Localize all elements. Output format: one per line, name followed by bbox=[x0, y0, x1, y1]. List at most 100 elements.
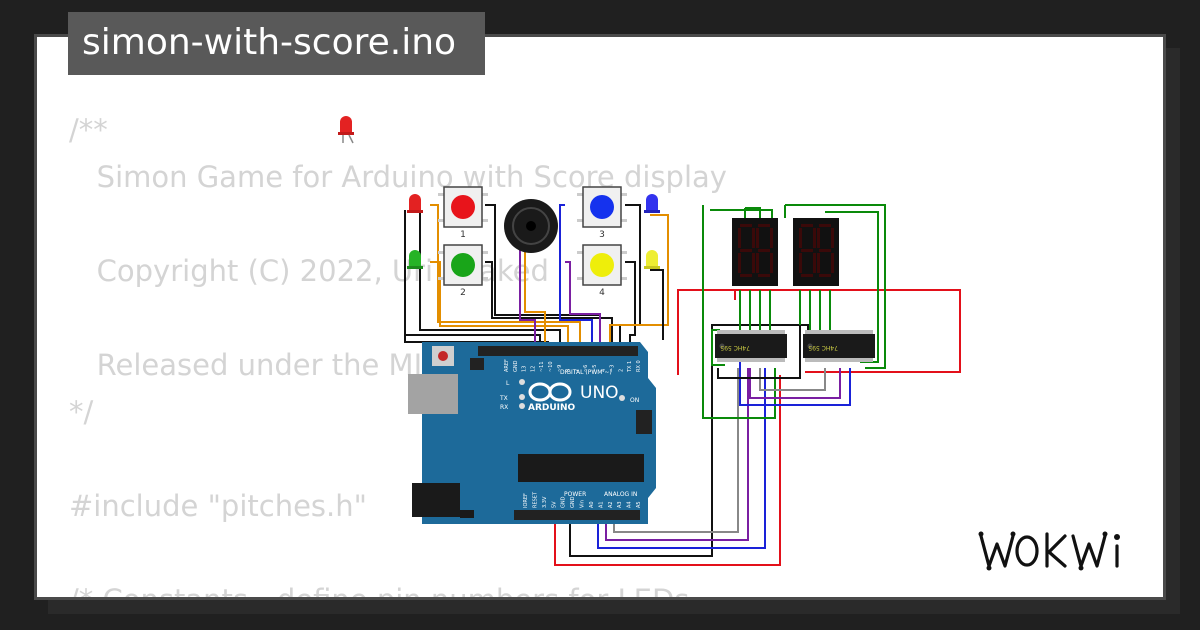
button-4[interactable]: 4 bbox=[577, 244, 627, 298]
pin-label: ~6 bbox=[583, 365, 589, 372]
tx-label: TX bbox=[499, 395, 508, 402]
button-leg bbox=[482, 251, 488, 254]
pin-label: IOREF bbox=[523, 493, 529, 508]
buzzer-ring bbox=[512, 207, 550, 245]
led-base bbox=[644, 266, 660, 269]
button-leg bbox=[577, 251, 583, 254]
wire bbox=[677, 289, 961, 375]
pin-label: ~11 bbox=[539, 361, 545, 372]
led-blue[interactable] bbox=[644, 194, 660, 213]
button-2[interactable]: 2 bbox=[438, 244, 488, 298]
pin-label: 12 bbox=[530, 366, 536, 372]
wire bbox=[650, 269, 664, 340]
wire bbox=[739, 290, 771, 335]
button-leg bbox=[577, 193, 583, 196]
button-leg bbox=[438, 219, 444, 222]
pin-label: ~10 bbox=[548, 361, 554, 372]
wire bbox=[749, 368, 841, 399]
button-leg bbox=[438, 251, 444, 254]
button-leg bbox=[621, 251, 627, 254]
shift-register-2: 74HC 595 bbox=[803, 330, 875, 362]
wire bbox=[609, 214, 669, 352]
icsp-header bbox=[470, 358, 484, 370]
button-leg bbox=[438, 193, 444, 196]
on-label: ON bbox=[630, 397, 639, 404]
wire bbox=[597, 368, 766, 549]
wire bbox=[784, 204, 886, 369]
wire bbox=[430, 261, 569, 352]
button-leg bbox=[577, 219, 583, 222]
led-body bbox=[340, 116, 352, 134]
led-red[interactable] bbox=[407, 194, 423, 213]
pin-label: A1 bbox=[598, 501, 604, 508]
pin-label: RESET bbox=[532, 491, 538, 508]
pin-label: ~5 bbox=[592, 365, 598, 372]
pin-label: RX 0 bbox=[636, 360, 642, 372]
wire bbox=[739, 362, 851, 406]
chip-notch bbox=[719, 343, 725, 349]
pin-label: 2 bbox=[618, 369, 624, 372]
buzzer[interactable] bbox=[504, 199, 558, 253]
led-red-top[interactable] bbox=[338, 116, 354, 144]
l-label: L bbox=[506, 380, 510, 387]
button-3[interactable]: 3 bbox=[577, 186, 627, 240]
code-line: #include "pitches.h" bbox=[69, 489, 367, 523]
usb-port bbox=[408, 374, 458, 414]
led-body bbox=[409, 250, 421, 268]
chip-body bbox=[803, 334, 875, 358]
wokwi-logo[interactable] bbox=[975, 520, 1155, 580]
led-yellow[interactable] bbox=[644, 250, 660, 269]
board-name: UNO bbox=[580, 383, 619, 403]
project-title[interactable]: simon-with-score.ino bbox=[82, 22, 457, 63]
wire bbox=[554, 375, 781, 566]
power-jack-pin bbox=[460, 510, 474, 518]
pin-label: 13 bbox=[522, 366, 528, 372]
logo-circuit-dot bbox=[986, 565, 992, 571]
pin-label: 7 bbox=[574, 369, 580, 372]
pin-label: 4 bbox=[601, 369, 607, 372]
button-leg bbox=[482, 193, 488, 196]
button-leg bbox=[482, 277, 488, 280]
chip-pins-top bbox=[805, 330, 873, 335]
pin-label: A4 bbox=[627, 501, 633, 508]
shift-register-1: 74HC 595 bbox=[715, 330, 787, 362]
wire-layer bbox=[404, 204, 961, 566]
reset-button bbox=[438, 351, 448, 361]
button-leg bbox=[438, 277, 444, 280]
pin-label: 5V bbox=[551, 501, 557, 508]
logo-dot bbox=[1114, 534, 1120, 540]
led-green[interactable] bbox=[407, 250, 423, 269]
buzzer-hole bbox=[526, 221, 536, 231]
pin-label: ~9 bbox=[557, 365, 563, 372]
button-label: 1 bbox=[460, 230, 466, 240]
power-jack bbox=[412, 483, 460, 517]
chip-pins-top bbox=[717, 330, 785, 335]
wire bbox=[569, 324, 809, 557]
pin-label: A0 bbox=[589, 501, 595, 508]
wire bbox=[519, 240, 536, 352]
pin-label: Vin bbox=[580, 500, 586, 508]
pin-label: A3 bbox=[617, 501, 623, 508]
wire bbox=[711, 329, 725, 366]
button-label: 3 bbox=[599, 230, 605, 240]
button-cap bbox=[451, 195, 475, 219]
pin-label: GND bbox=[513, 360, 519, 372]
led-leg bbox=[342, 134, 354, 144]
chip-pins-bottom bbox=[717, 357, 785, 362]
button-1[interactable]: 1 bbox=[438, 186, 488, 240]
logo-circuit-dot bbox=[1010, 531, 1016, 537]
logo-letter-w bbox=[979, 534, 1015, 568]
wire bbox=[430, 204, 581, 352]
pin-label: TX 1 bbox=[627, 361, 633, 373]
title-tab bbox=[68, 12, 485, 75]
wire bbox=[565, 261, 601, 352]
led-body bbox=[646, 250, 658, 268]
pin-label: A5 bbox=[636, 501, 642, 508]
led-base bbox=[338, 132, 354, 135]
arduino-uno-board[interactable]: UNO ARDUINO DIGITAL (PWM ~) POWER ANALOG… bbox=[408, 342, 656, 524]
led-tx bbox=[519, 394, 525, 400]
button-leg bbox=[621, 219, 627, 222]
power-label: POWER bbox=[564, 491, 586, 498]
